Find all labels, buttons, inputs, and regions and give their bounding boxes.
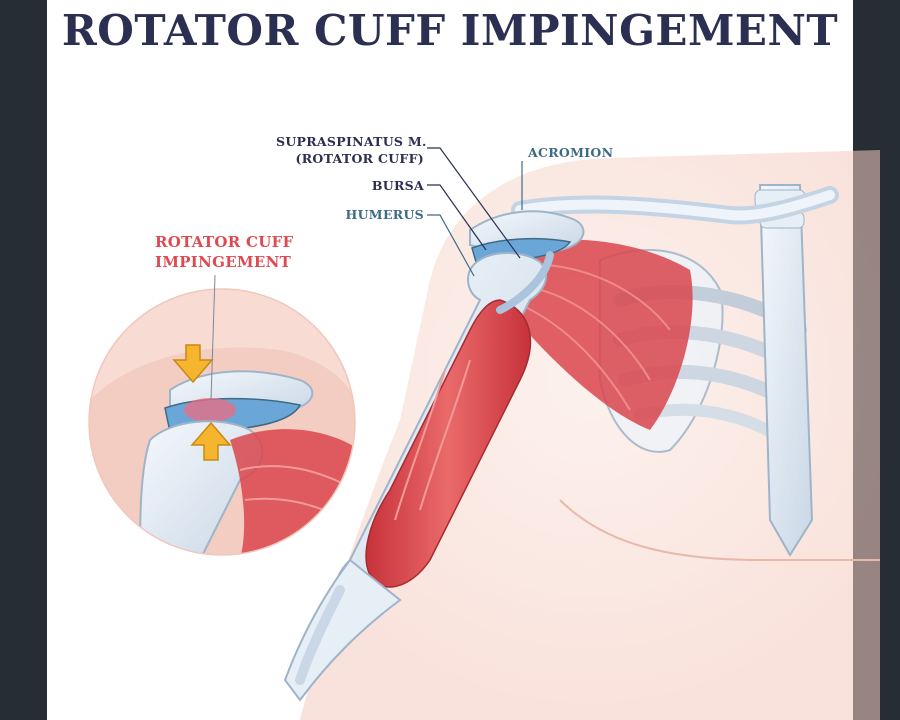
page-title: ROTATOR CUFF IMPINGEMENT [61,6,839,55]
label-acromion: ACROMION [528,145,614,160]
torso-outline [559,499,880,561]
body-silhouette [300,150,880,720]
humerus-leader [427,214,475,277]
impingement-inset [88,288,356,556]
inset-pointer [210,274,216,401]
shoulder-muscles [500,239,693,430]
label-humerus: HUMERUS [345,207,424,222]
label-supraspinatus-line1: SUPRASPINATUS M. [276,134,427,149]
up-arrow-icon [190,421,232,461]
label-supraspinatus-line2: (ROTATOR CUFF) [295,151,424,166]
biceps-tendon [496,251,554,314]
label-bursa: BURSA [371,178,424,193]
inset-label-line2: IMPINGEMENT [155,253,292,271]
forearm [283,558,402,702]
bursa-leader [427,184,487,251]
down-arrow-icon [172,344,214,384]
inset-label-line1: ROTATOR CUFF [155,233,294,251]
supraspinatus-leader [427,147,521,259]
